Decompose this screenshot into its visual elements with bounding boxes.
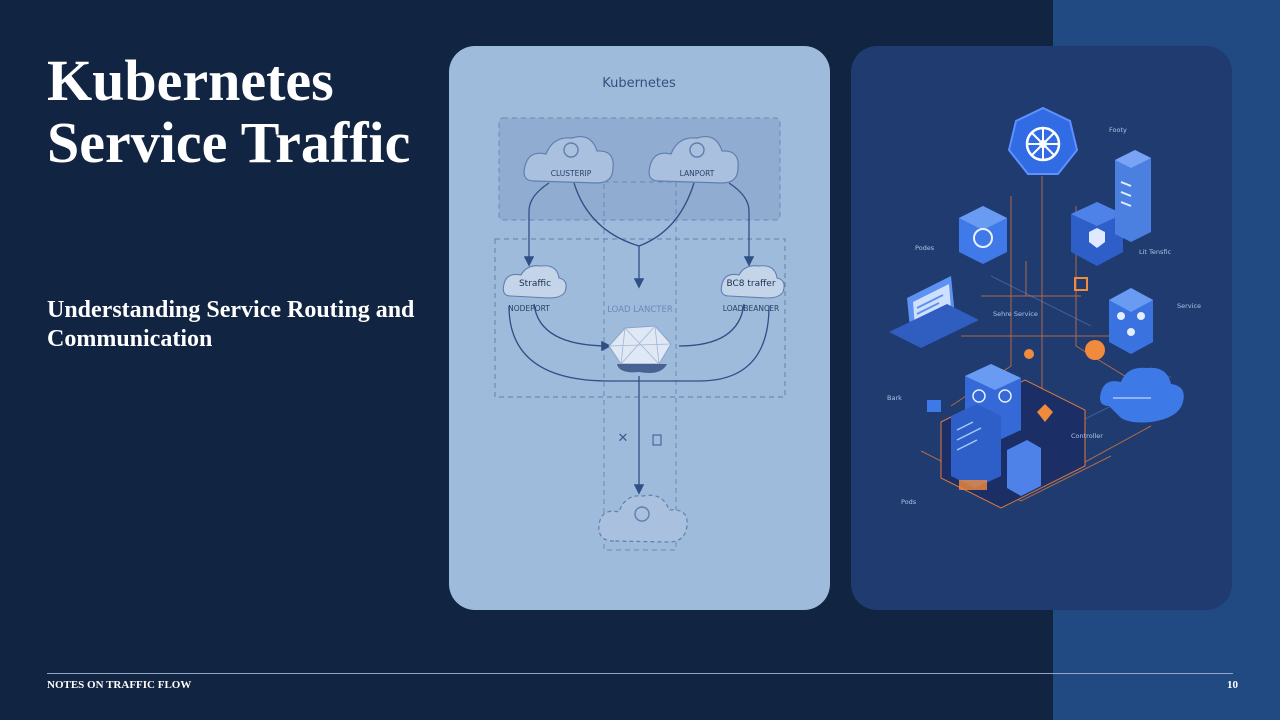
orange-node-small-icon xyxy=(1024,349,1034,359)
sehreservice-label: Sehre Service xyxy=(993,310,1038,318)
traffic-flow-diagram: Kubernetes CLUSTERIP LANPORT xyxy=(494,76,786,551)
bark-label: Bark xyxy=(887,394,902,402)
bottom-cloud-icon xyxy=(598,494,688,543)
laptop-icon xyxy=(889,276,979,348)
kubernetes-diagram-card: Kubernetes CLUSTERIP LANPORT xyxy=(449,46,830,610)
lit-tensfic-label: Lit Tensfic xyxy=(1139,248,1172,256)
clusterip-label: CLUSTERIP xyxy=(551,169,592,178)
diagram-header: Kubernetes xyxy=(602,76,676,91)
diamond-icon xyxy=(1037,404,1053,422)
straffic-cloud-icon xyxy=(502,265,567,299)
isometric-cluster-illustration: Footy Podes Lit Tensfic Service Sehre Se… xyxy=(887,106,1201,509)
page-number: 10 xyxy=(1227,679,1238,691)
cloud-icon xyxy=(1100,367,1184,423)
slide-subtitle: Understanding Service Routing and Commun… xyxy=(47,297,415,352)
service-label: Service xyxy=(1177,302,1201,310)
load-lancter-label: LOAD LANCTER xyxy=(607,305,673,315)
service-cube-icon xyxy=(1109,288,1153,354)
file-icon xyxy=(652,434,662,446)
service-box xyxy=(494,238,786,398)
pods-label: Pods xyxy=(901,498,917,506)
footy-label: Footy xyxy=(1109,126,1127,134)
straffic-label: Straffic xyxy=(519,279,551,289)
orange-node-icon xyxy=(1085,340,1105,360)
security-box-icon xyxy=(1071,202,1123,266)
bc8-cloud-icon xyxy=(720,265,785,299)
footer-divider xyxy=(47,673,1233,674)
load-balancer-mesh-icon xyxy=(608,325,672,373)
load-lane-box xyxy=(603,181,677,551)
server-tower-icon xyxy=(1115,150,1151,242)
nodeport-label: NODEPORT xyxy=(508,304,550,313)
lanport-cloud-icon xyxy=(648,135,739,184)
clusterip-cloud-icon xyxy=(523,135,614,184)
loadbeancer-label: LOADBEANCER xyxy=(723,304,779,313)
gear-pod-icon xyxy=(959,206,1007,264)
podes-label: Podes xyxy=(915,244,935,252)
small-tile-icon xyxy=(927,400,941,412)
server-stack-icon xyxy=(940,364,1086,509)
footer-note: NOTES ON TRAFFIC FLOW xyxy=(47,679,192,691)
bc8-traffer-label: BC8 traffer xyxy=(726,279,775,289)
orange-chip-icon xyxy=(1074,277,1088,291)
kubernetes-logo-icon xyxy=(1007,106,1079,175)
kubernetes-illustration-card: Footy Podes Lit Tensfic Service Sehre Se… xyxy=(851,46,1232,610)
cross-icon: ✕ xyxy=(618,431,629,446)
lanport-label: LANPORT xyxy=(680,169,715,178)
flow-paths xyxy=(508,182,770,495)
slide-title: Kubernetes Service Traffic xyxy=(47,48,411,175)
controller-label: Controller xyxy=(1071,432,1103,440)
